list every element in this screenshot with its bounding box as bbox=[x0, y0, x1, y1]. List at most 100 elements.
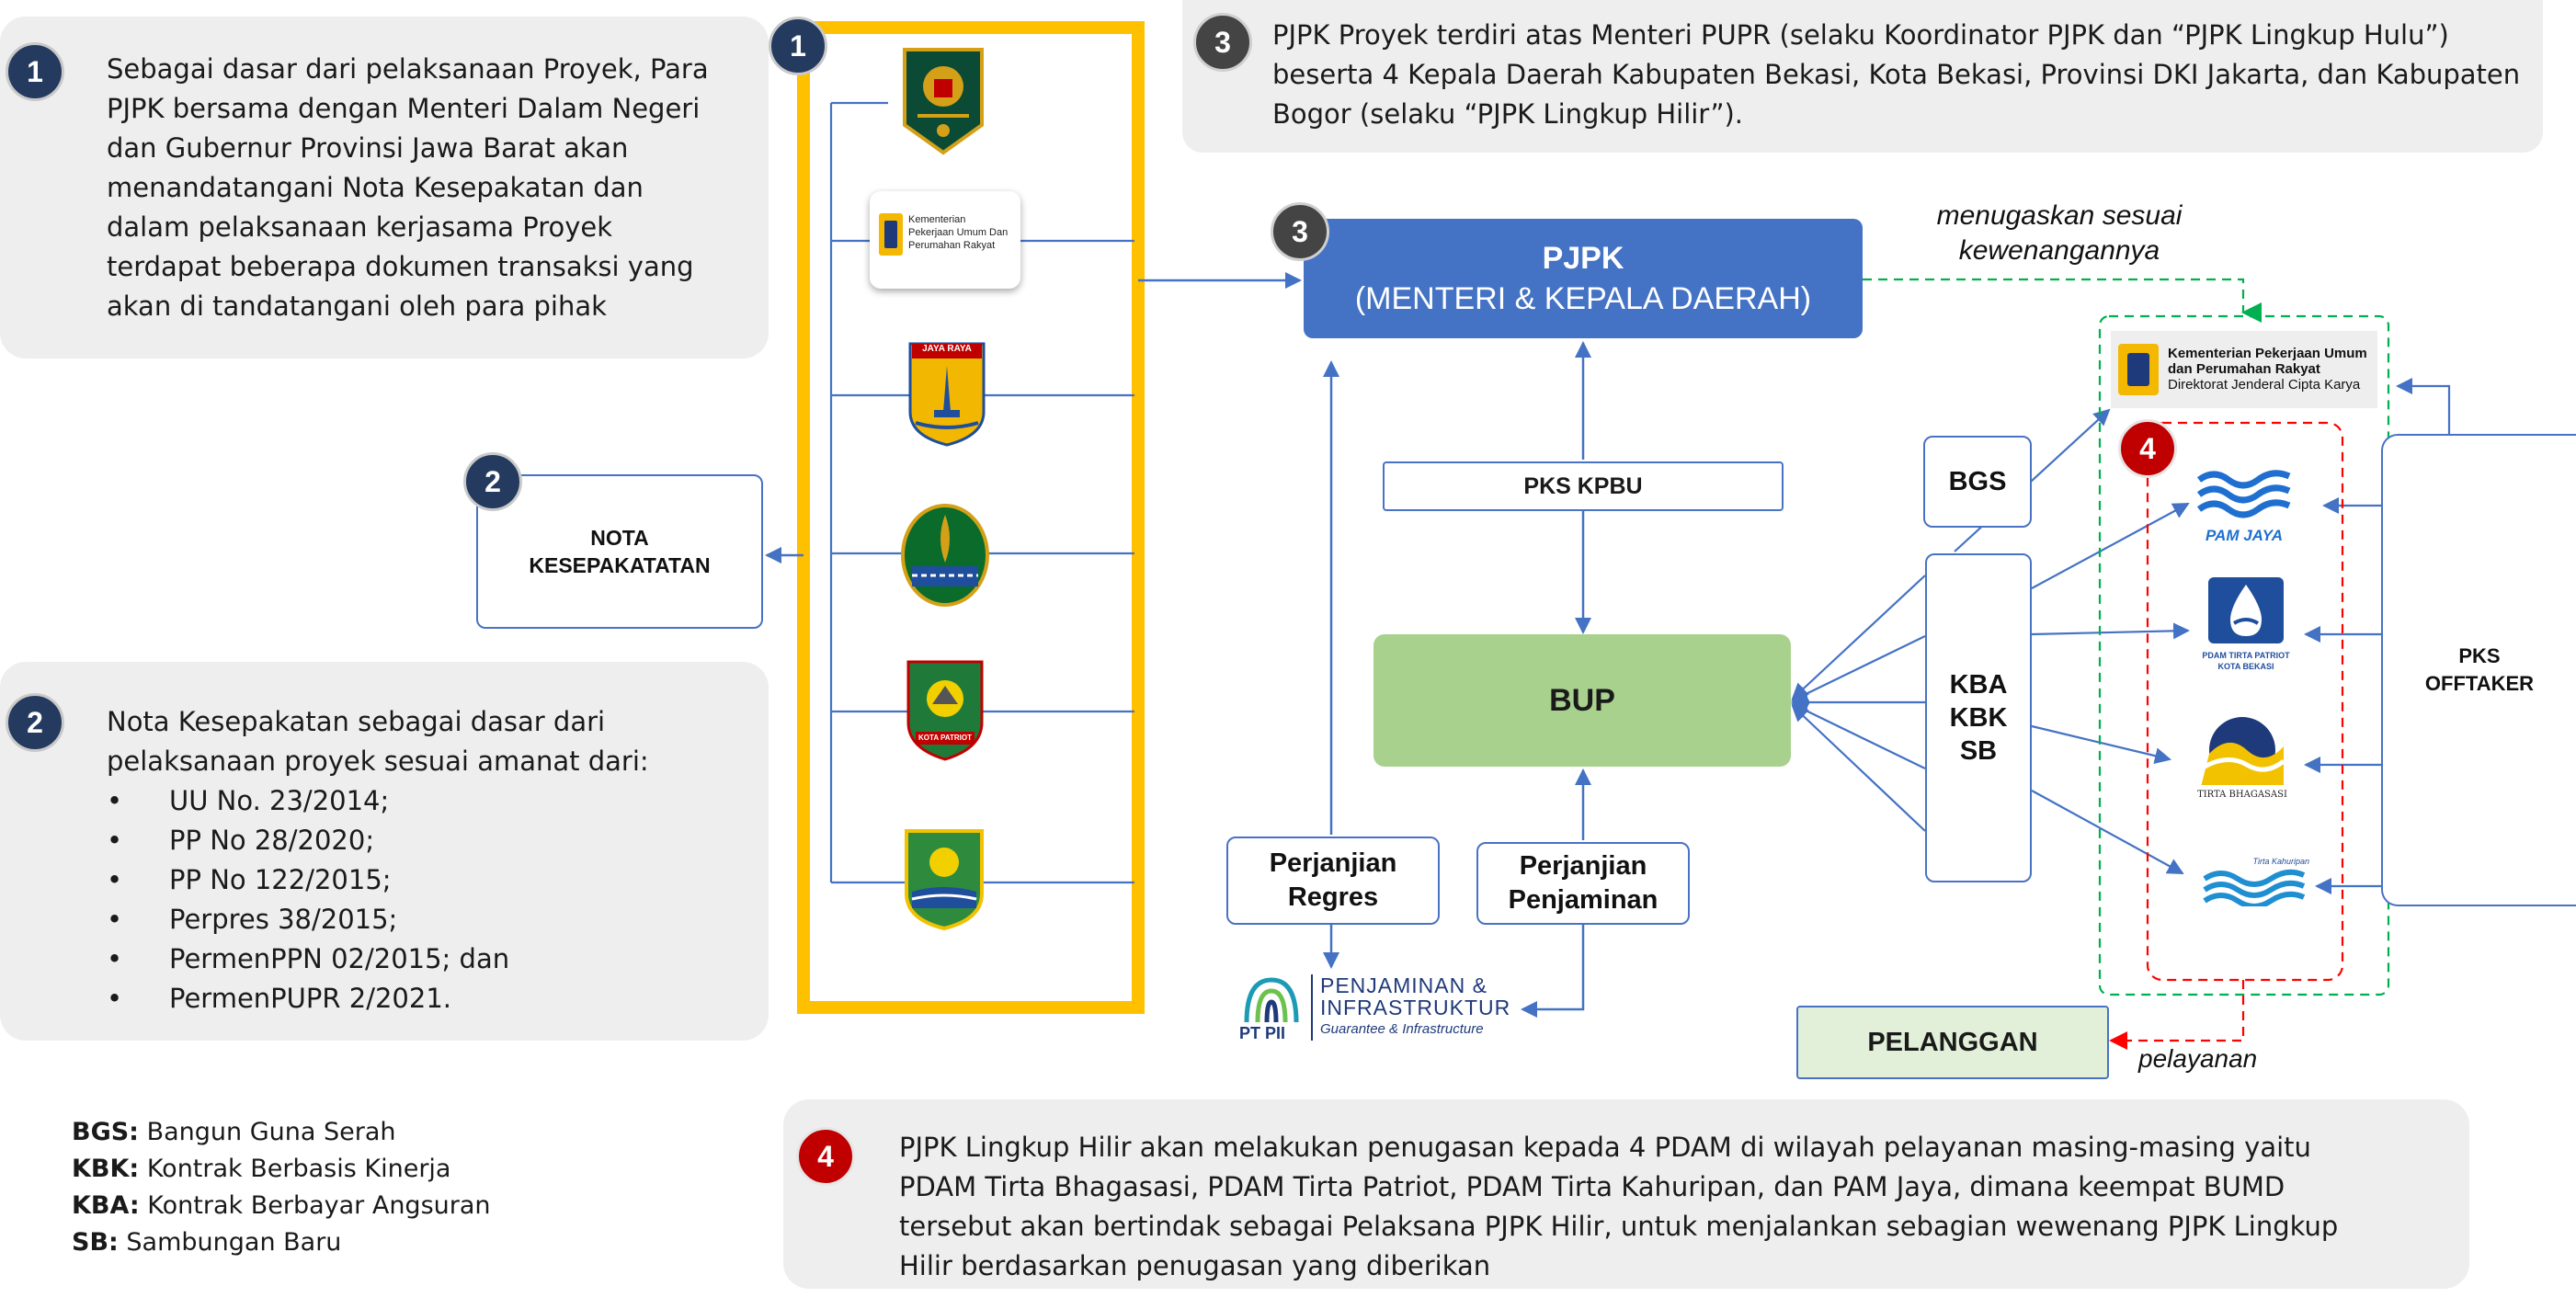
tirta-kahuripan-waves-icon bbox=[2203, 869, 2306, 909]
note-1-line: menandatangani Nota Kesepakatan dan bbox=[107, 172, 644, 203]
jabar-emblem-icon bbox=[901, 504, 989, 607]
pupr-small-line: Pekerjaan Umum Dan bbox=[908, 227, 1009, 238]
pks-label: PKS bbox=[2458, 644, 2501, 667]
penjaminan-line: Penjaminan bbox=[1508, 885, 1658, 915]
pam-jaya-logo: PAM JAYA bbox=[2195, 465, 2293, 544]
note-1-line: Sebagai dasar dari pelaksanaan Proyek, P… bbox=[107, 53, 709, 85]
penjaminan-to-pii-arrow bbox=[1521, 925, 1585, 1018]
menugaskan-arrow bbox=[1863, 278, 2262, 323]
jawa-barat-logo bbox=[899, 502, 991, 610]
note-2-line: pelaksanaan proyek sesuai amanat dari: bbox=[107, 746, 649, 777]
pupr-logo-card: Kementerian Pekerjaan Umum Dan Perumahan… bbox=[870, 191, 1020, 289]
nota-kesepakatan-box: NOTA KESEPAKATATAN bbox=[476, 474, 763, 629]
menugaskan-label: menugaskan sesuai kewenangannya bbox=[1894, 199, 2225, 268]
step-badge-2: 2 bbox=[6, 693, 64, 752]
perjanjian-regres-box: Perjanjian Regres bbox=[1226, 837, 1440, 925]
logo-frame bbox=[797, 21, 1145, 1014]
note-1-panel bbox=[0, 17, 769, 359]
pii-divider bbox=[1311, 974, 1313, 1041]
pii-text: PENJAMINAN & INFRASTRUKTUR Guarantee & I… bbox=[1320, 974, 1510, 1041]
tirta-kahuripan-label: Tirta Kahuripan bbox=[2252, 857, 2309, 866]
pupr-cipta-line: dan Perumahan Rakyat bbox=[2168, 361, 2320, 377]
kbk-label: KBK bbox=[1949, 703, 2008, 733]
perjanjian-penjaminan-box: Perjanjian Penjaminan bbox=[1476, 842, 1690, 925]
pupr-mark-icon-inner bbox=[2127, 353, 2149, 386]
pupr-cipta-line: Direktorat Jenderal Cipta Karya bbox=[2168, 377, 2361, 393]
pdam-group-frame bbox=[2146, 421, 2344, 982]
pii-arcs-icon bbox=[1244, 977, 1299, 1023]
note-2-text: Nota Kesepakatan sebagai dasar dari pela… bbox=[107, 702, 649, 1019]
kota-bekasi-logo: KOTA PATRIOT bbox=[903, 658, 987, 763]
legend-row: BGS: Bangun Guna Serah bbox=[72, 1118, 396, 1146]
pjpk-box: PJPK (MENTERI & KEPALA DAERAH) bbox=[1304, 219, 1863, 338]
pupr-cipta-karya-logo: Kementerian Pekerjaan Umum dan Perumahan… bbox=[2111, 331, 2377, 408]
step-badge-logos: 1 bbox=[769, 17, 827, 75]
pupr-small-text: Kementerian Pekerjaan Umum Dan Perumahan… bbox=[908, 213, 1008, 252]
note-3-text: PJPK Proyek terdiri atas Menteri PUPR (s… bbox=[1272, 16, 2520, 134]
note-3-line: Bogor (selaku “PJPK Lingkup Hilir”). bbox=[1272, 98, 1744, 130]
note-1-line: PJPK bersama dengan Menteri Dalam Negeri bbox=[107, 93, 701, 124]
monas-shield-icon bbox=[908, 342, 986, 447]
legend-row: KBA: Kontrak Berbayar Angsuran bbox=[72, 1191, 491, 1220]
pelayanan-label: pelayanan bbox=[2138, 1044, 2258, 1073]
note-1-line: terdapat beberapa dokumen transaksi yang bbox=[107, 251, 694, 282]
note-2-line: Nota Kesepakatan sebagai dasar dari bbox=[107, 706, 606, 737]
step-badge-nota: 2 bbox=[463, 452, 522, 511]
offtaker-arrows bbox=[2304, 378, 2451, 894]
note-4-line: PDAM Tirta Bhagasasi, PDAM Tirta Patriot… bbox=[899, 1171, 2285, 1202]
regres-line: Perjanjian bbox=[1269, 848, 1397, 878]
regulation-item: Perpres 38/2015; bbox=[107, 900, 649, 939]
tirta-patriot-line: KOTA BEKASI bbox=[2217, 662, 2274, 671]
garuda-emblem-icon bbox=[903, 48, 984, 155]
step-badge-pdam: 4 bbox=[2118, 419, 2177, 478]
regulation-item: PermenPPN 02/2015; dan bbox=[107, 939, 649, 979]
pks-kpbu-box: PKS KPBU bbox=[1383, 461, 1784, 511]
kab-bekasi-shield-icon bbox=[905, 829, 984, 931]
kota-patriot-label: KOTA PATRIOT bbox=[918, 734, 972, 742]
step-badge-pjpk: 3 bbox=[1271, 202, 1329, 261]
pupr-small-line: Perumahan Rakyat bbox=[908, 240, 996, 251]
note-3-line: beserta 4 Kepala Daerah Kabupaten Bekasi… bbox=[1272, 59, 2521, 90]
note-4-text: PJPK Lingkup Hilir akan melakukan penuga… bbox=[899, 1128, 2338, 1286]
pupr-mark-icon-inner bbox=[884, 221, 897, 248]
pdam-tirta-patriot-text: PDAM TIRTA PATRIOT KOTA BEKASI bbox=[2195, 650, 2297, 672]
penjaminan-line: Perjanjian bbox=[1519, 851, 1647, 881]
jaya-raya-label: JAYA RAYA bbox=[922, 344, 972, 354]
pii-line: PENJAMINAN & bbox=[1320, 973, 1487, 997]
note-4-line: tersebut akan bertindak sebagai Pelaksan… bbox=[899, 1211, 2339, 1242]
kba-to-pdam-arrows bbox=[2031, 503, 2190, 874]
pt-pii-logo: PT PII PENJAMINAN & INFRASTRUKTUR Guaran… bbox=[1237, 973, 1513, 1044]
tirta-bhagasasi-label: TIRTA BHAGASASI bbox=[2197, 790, 2287, 800]
menugaskan-line: kewenangannya bbox=[1958, 235, 2160, 266]
bgs-box: BGS bbox=[1923, 436, 2032, 528]
menugaskan-line: menugaskan sesuai bbox=[1936, 200, 2183, 231]
pam-jaya-waves-icon bbox=[2196, 467, 2291, 520]
pdam-tirta-patriot-logo: PDAM TIRTA PATRIOT KOTA BEKASI bbox=[2195, 575, 2297, 677]
bup-box: BUP bbox=[1373, 634, 1791, 767]
pjpk-title: PJPK bbox=[1542, 241, 1624, 276]
regulation-item: PermenPUPR 2/2021. bbox=[107, 979, 649, 1019]
note-4-line: PJPK Lingkup Hilir akan melakukan penuga… bbox=[899, 1132, 2311, 1163]
kba-label: KBA bbox=[1949, 670, 2008, 700]
offtaker-label: OFFTAKER bbox=[2424, 672, 2535, 695]
dki-jakarta-logo: JAYA RAYA bbox=[906, 340, 987, 449]
tirta-kahuripan-logo: Tirta Kahuripan bbox=[2201, 857, 2309, 909]
tirta-bhagasasi-wave-icon bbox=[2201, 717, 2285, 787]
kba-kbk-sb-box: KBA KBK SB bbox=[1925, 553, 2032, 882]
pupr-small-line: Kementerian bbox=[908, 214, 966, 225]
note-4-line: Hilir berdasarkan penugasan yang diberik… bbox=[899, 1250, 1491, 1281]
sb-label: SB bbox=[1959, 736, 1998, 766]
regulation-list: UU No. 23/2014; PP No 28/2020; PP No 122… bbox=[107, 781, 649, 1019]
nota-label: NOTA bbox=[590, 526, 649, 550]
regres-line: Regres bbox=[1287, 882, 1379, 912]
tirta-patriot-drop-icon bbox=[2208, 577, 2284, 643]
note-1-line: akan di tandatangani oleh para pihak bbox=[107, 290, 607, 322]
pii-line: INFRASTRUKTUR bbox=[1320, 996, 1511, 1019]
note-1-line: dan Gubernur Provinsi Jawa Barat akan bbox=[107, 132, 629, 164]
note-1-line: dalam pelaksanaan kerjasama Proyek bbox=[107, 211, 613, 243]
note-3-line: PJPK Proyek terdiri atas Menteri PUPR (s… bbox=[1272, 19, 2449, 51]
pt-pii-label: PT PII bbox=[1239, 1024, 1286, 1042]
regulation-item: UU No. 23/2014; bbox=[107, 781, 649, 821]
pelayanan-arrow bbox=[2109, 980, 2245, 1050]
